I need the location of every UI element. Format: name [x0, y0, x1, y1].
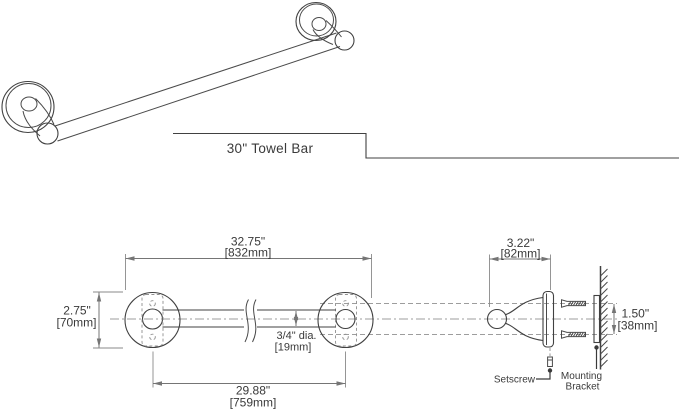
lower-screw-threads — [568, 332, 587, 337]
side-mounting-bracket — [593, 294, 601, 344]
dim-overall-width-in: 32.75" — [231, 235, 265, 249]
side-view-dimensions: 3.22" [82mm] 1.50" [38mm] Setscrew Mount… — [489, 236, 658, 393]
perspective-left-post-top — [20, 96, 38, 112]
perspective-right-escutcheon-inner — [299, 3, 334, 37]
setscrew-label: Setscrew — [494, 375, 536, 386]
drawing-title: 30" Towel Bar — [227, 141, 314, 156]
dim-bar-diameter-in: 3/4" dia. — [277, 330, 317, 342]
perspective-view — [1, 1, 355, 145]
perspective-left-ball-end — [36, 122, 59, 145]
upper-mounting-screw — [561, 299, 586, 308]
setscrew-leader-line — [536, 370, 551, 380]
dim-escutcheon-diameter-in: 2.75" — [63, 304, 91, 318]
dim-projection-in: 3.22" — [507, 236, 535, 250]
dim-bar-diameter-mm: [19mm] — [275, 342, 312, 354]
mounting-bracket-label-line2: Bracket — [566, 382, 600, 393]
side-stem-top-profile — [505, 296, 544, 316]
perspective-right-escutcheon-outer — [295, 1, 337, 42]
front-view-dimensions: 32.75" [832mm] 2.75" [70mm] 3/4" dia. [1… — [56, 235, 372, 410]
front-right-screw-hole-bottom — [342, 333, 349, 341]
side-ball-end — [486, 308, 508, 330]
lower-mounting-screw — [561, 330, 586, 339]
perspective-left-escutcheon-inner — [5, 83, 52, 128]
side-view — [486, 266, 608, 370]
dim-projection-mm: [82mm] — [500, 247, 540, 261]
perspective-right-post-edge — [325, 20, 342, 38]
front-right-escutcheon — [317, 291, 374, 349]
dim-center-to-center-mm: [759mm] — [230, 396, 277, 410]
front-right-post — [335, 308, 356, 330]
perspective-left-post-edge — [35, 98, 55, 125]
front-left-screw-hole-bottom — [149, 333, 156, 341]
front-right-screw-hole-top — [342, 300, 349, 307]
wall-hatching — [600, 268, 608, 368]
front-right-bracket-hidden — [335, 294, 357, 347]
perspective-right-post-top — [311, 17, 327, 31]
perspective-left-post-edge — [22, 110, 41, 137]
front-view — [110, 291, 617, 349]
title-block: 30" Towel Bar — [173, 132, 679, 159]
break-symbol-right-curve — [252, 299, 257, 343]
perspective-right-ball-end — [334, 30, 355, 51]
front-left-bracket-hidden — [141, 294, 164, 347]
side-escutcheon-plate — [542, 290, 555, 348]
front-left-escutcheon — [124, 291, 181, 349]
front-left-screw-hole-top — [149, 300, 156, 307]
side-stem-bottom-profile — [505, 322, 544, 342]
break-symbol-left-curve — [244, 299, 249, 343]
mounting-bracket-label-line1: Mounting — [561, 371, 602, 382]
dim-escutcheon-diameter-mm: [70mm] — [56, 316, 96, 330]
upper-screw-threads — [568, 301, 587, 306]
dim-center-to-center-in: 29.88" — [236, 384, 270, 398]
section-divider-line — [173, 132, 679, 159]
dim-bracket-height-mm: [38mm] — [618, 319, 658, 333]
perspective-right-post-edge — [312, 29, 334, 45]
perspective-bar-top-edge — [54, 32, 337, 127]
front-left-post — [141, 308, 164, 330]
perspective-bar-bottom-edge — [57, 46, 341, 142]
perspective-left-escutcheon-outer — [1, 80, 55, 134]
dim-bracket-height-in: 1.50" — [622, 307, 650, 321]
setscrew — [547, 356, 553, 367]
dim-overall-width-mm: [832mm] — [225, 246, 272, 260]
